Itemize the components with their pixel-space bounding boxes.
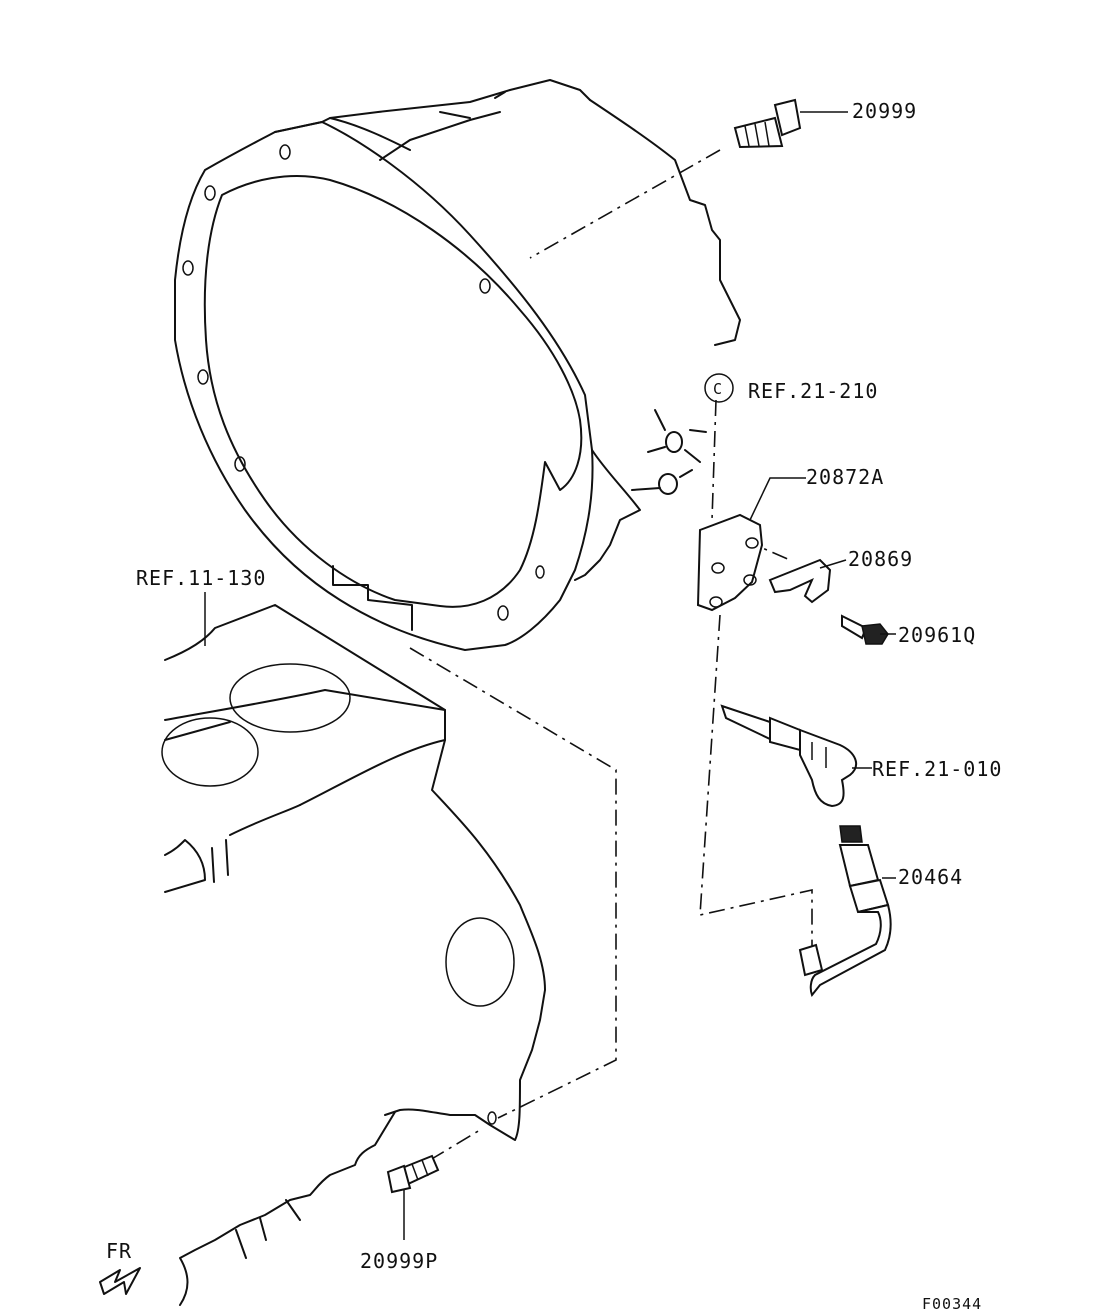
transmission-housing [174,79,741,651]
clip-20869-part [768,558,832,604]
front-arrow-icon [99,1267,141,1295]
bolt-20999-part [733,98,802,149]
engine-block [161,604,546,1306]
label-20961q: 20961Q [898,623,976,647]
damper-20464-part [798,825,892,997]
label-20869: 20869 [848,547,913,571]
bolt-20999p-part [386,1154,440,1194]
bolt-20961q-part [841,614,889,645]
assembly-lines [409,149,813,1161]
label-ref-21-210: REF.21-210 [748,379,878,403]
label-20999p: 20999P [360,1249,438,1273]
label-20464: 20464 [898,865,963,889]
label-callout-c: C [713,380,723,398]
callout-circle [704,373,734,403]
label-ref-11-130: REF.11-130 [136,566,266,590]
figure-code: F00344 [922,1295,982,1313]
leader-lines [204,111,896,1240]
label-ref-21-010: REF.21-010 [872,757,1002,781]
label-fr: FR [106,1239,132,1263]
clutch-cylinder-part [720,704,858,808]
bracket-20872a-part [696,513,764,612]
label-20999: 20999 [852,99,917,123]
label-20872a: 20872A [806,465,884,489]
